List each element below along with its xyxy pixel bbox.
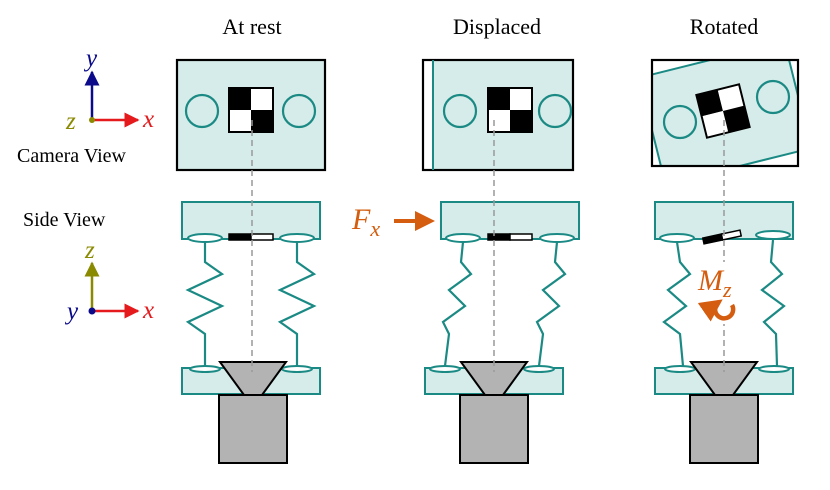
spring-right-rotated: [760, 239, 786, 367]
checker-target-rest: [228, 87, 274, 133]
force-annotation: Fx: [351, 203, 435, 241]
checker-target-displaced: [487, 87, 533, 133]
camera-body-displaced: [459, 394, 529, 464]
moment-annotation: Mz: [696, 262, 752, 324]
spring-left-rotated: [662, 241, 692, 367]
moment-subscript: z: [722, 277, 732, 302]
marker-hole-right-displaced: [537, 93, 573, 129]
top-plate-rest: [181, 201, 321, 240]
spring-left-rest: [185, 242, 225, 366]
marker-hole-right-rotated: [755, 79, 791, 115]
spring-right-rest: [277, 242, 317, 366]
title-rotated: Rotated: [690, 14, 758, 39]
side-axis-triad: z x y: [64, 237, 154, 325]
axis-label-z-top: z: [65, 108, 76, 135]
camera-body-rotated: [689, 394, 759, 464]
column-displaced: Fx: [351, 58, 580, 464]
moment-label: M: [697, 264, 725, 297]
spring-left-displaced: [441, 241, 473, 367]
camera-axis-triad: y x z: [65, 45, 154, 135]
axis-label-y-side: y: [64, 298, 79, 325]
camera-frame-rotated: [650, 58, 800, 168]
marker-hole-left-rest: [184, 93, 220, 129]
title-displaced: Displaced: [453, 14, 541, 39]
camera-body-rest: [218, 394, 288, 464]
marker-hole-right-rest: [281, 93, 317, 129]
camera-view-label: Camera View: [17, 145, 127, 167]
axis-label-x-top: x: [142, 106, 154, 133]
column-rotated: Mz: [650, 58, 800, 464]
camera-frame-rest: [175, 58, 327, 172]
rotation-arrow-icon: [697, 299, 736, 322]
svg-text:Fx: Fx: [351, 203, 380, 241]
svg-text:Mz: Mz: [697, 264, 732, 302]
column-at-rest: [175, 58, 327, 464]
axis-label-z-side: z: [84, 237, 95, 264]
force-subscript: x: [369, 216, 380, 241]
checker-target-rotated: [695, 83, 751, 139]
pad-left-rest: [187, 233, 223, 243]
camera-frame-displaced: [421, 58, 575, 172]
title-at-rest: At rest: [222, 14, 281, 39]
spring-right-displaced: [535, 241, 567, 367]
axis-label-y-top: y: [83, 45, 98, 72]
side-view-label: Side View: [23, 209, 106, 231]
force-label: F: [351, 203, 371, 236]
axis-label-x-side: x: [142, 297, 154, 324]
pad-right-rest: [279, 233, 315, 243]
marker-hole-left-rotated: [662, 104, 698, 140]
marker-hole-left-displaced: [442, 93, 478, 129]
